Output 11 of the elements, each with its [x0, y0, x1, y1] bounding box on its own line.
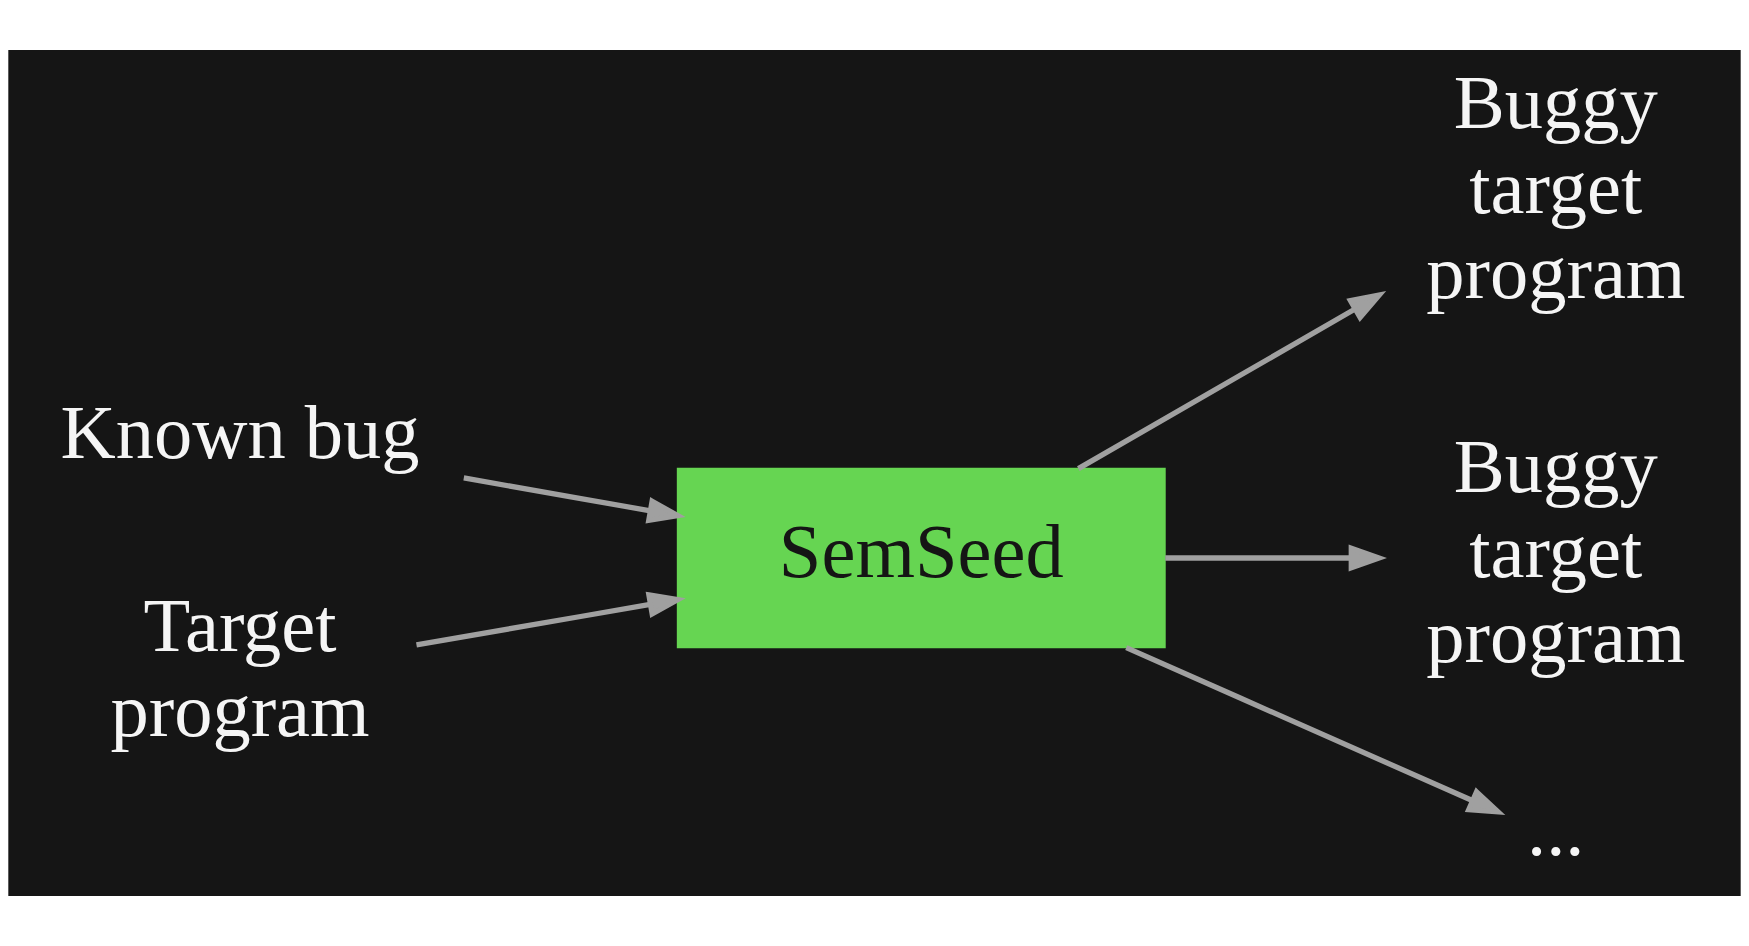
arrow — [1125, 645, 1506, 816]
node-text: Buggy target program — [1426, 423, 1686, 679]
node-text: Buggy target program — [1426, 60, 1686, 316]
arrow — [1165, 544, 1387, 572]
node-text: Known bug — [60, 389, 420, 475]
arrow — [1077, 291, 1387, 471]
arrow — [416, 591, 686, 648]
node-text: Target program — [110, 583, 370, 754]
node-box: SemSeed — [676, 467, 1166, 649]
node-text: ... — [1527, 787, 1585, 873]
arrow — [463, 475, 686, 524]
